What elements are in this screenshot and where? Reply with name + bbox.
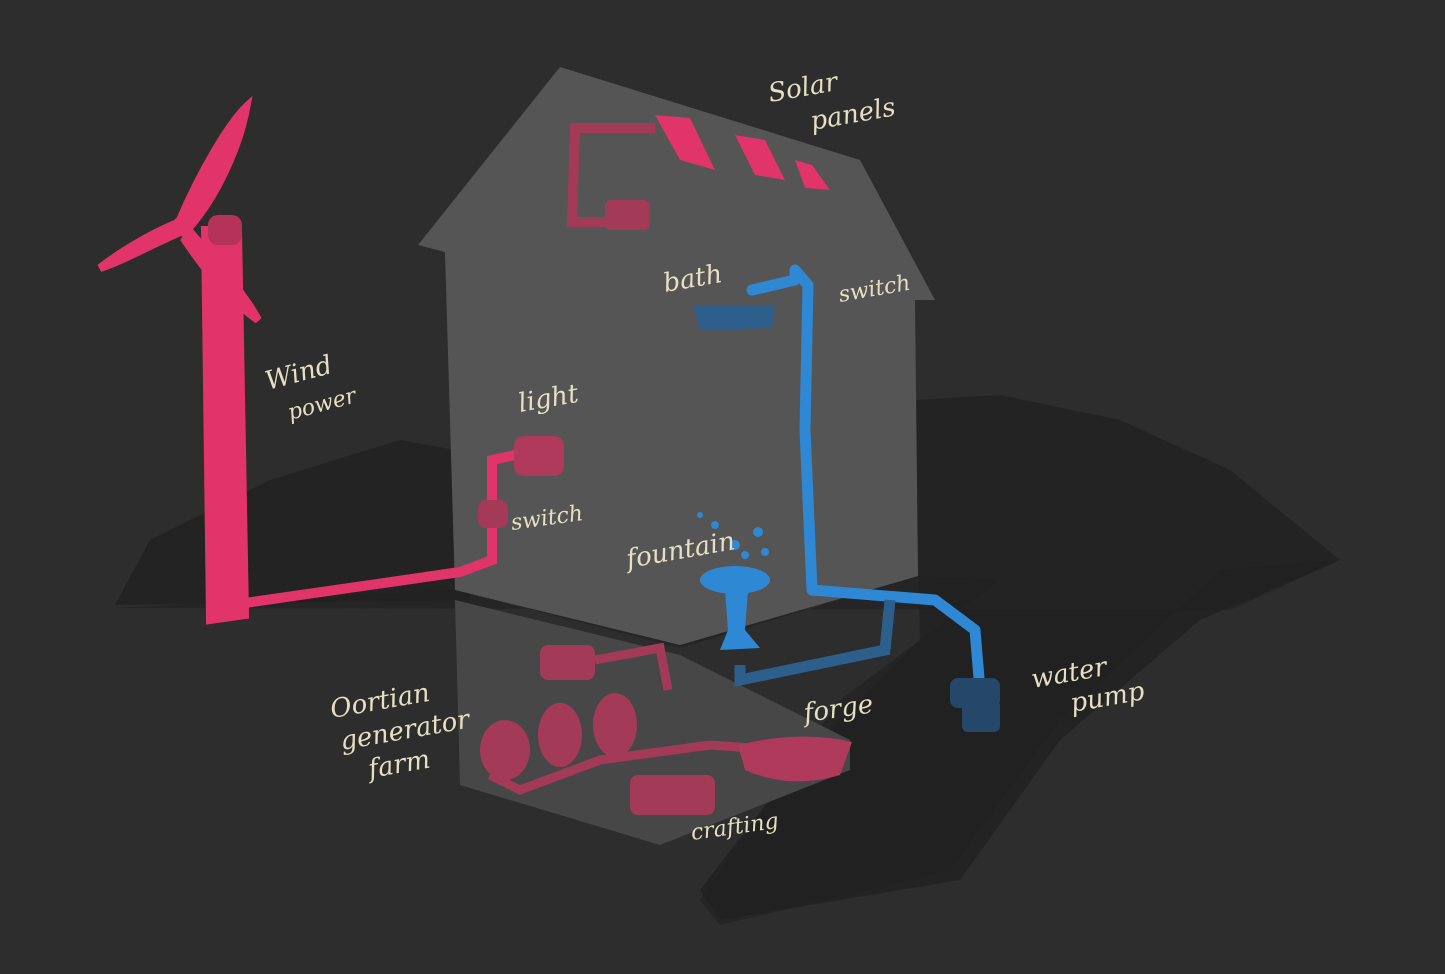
ground-shadow — [115, 560, 1340, 925]
water-pipe — [746, 264, 986, 696]
wind-turbine — [97, 96, 262, 625]
hills — [115, 440, 470, 605]
power-line — [240, 450, 520, 608]
fountain-icon — [697, 512, 770, 650]
oortian-generators — [480, 642, 781, 815]
light-switch — [478, 500, 508, 528]
solar-panels — [655, 115, 830, 190]
water-pipe-fountain — [734, 599, 896, 687]
light-fixture — [514, 436, 564, 476]
forge-icon — [738, 736, 852, 782]
water-pump-icon — [950, 678, 1000, 732]
solar-battery — [605, 200, 650, 230]
bath-icon — [693, 305, 775, 330]
